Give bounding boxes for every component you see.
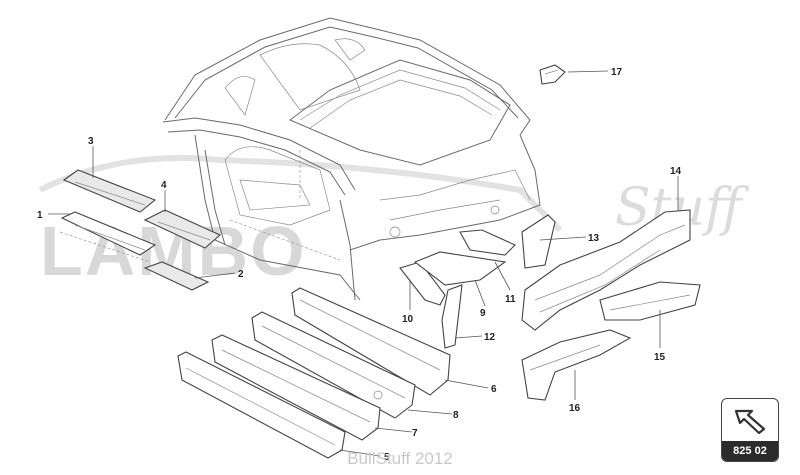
part-11 [459, 229, 516, 256]
callout-6: 6 [491, 384, 497, 395]
part-13-bracket [521, 214, 556, 269]
arrow-badge-icon [734, 409, 766, 435]
watermark: LAMBO Stuff [38, 155, 750, 290]
part-16 [521, 329, 632, 401]
part-4 [143, 209, 222, 249]
part-17 [539, 64, 566, 85]
callout-13: 13 [588, 233, 600, 244]
part-2 [143, 261, 210, 291]
callout-16: 16 [569, 403, 581, 414]
callout-4: 4 [161, 180, 167, 191]
callout-3: 3 [88, 136, 94, 147]
callout-15: 15 [654, 352, 666, 363]
part-14 [521, 209, 691, 331]
callout-12: 12 [484, 332, 496, 343]
callout-5: 5 [384, 452, 390, 463]
callout-7: 7 [412, 428, 418, 439]
callout-11: 11 [505, 294, 516, 305]
part-3 [62, 169, 157, 213]
part-12 [441, 284, 463, 349]
callouts: 3 4 1 2 5 6 7 8 10 9 12 11 13 14 15 16 1… [37, 67, 682, 463]
footer-credit: BullStuff 2012 [347, 449, 453, 468]
page-badge: 825 02 [721, 398, 779, 462]
part-9 [413, 251, 507, 286]
part-8 [251, 311, 416, 419]
callout-10: 10 [402, 314, 414, 325]
car-body-shell [162, 17, 541, 301]
part-15 [599, 281, 701, 321]
callout-8: 8 [453, 410, 459, 421]
callout-2: 2 [238, 269, 244, 280]
callout-1: 1 [37, 210, 43, 221]
callout-14: 14 [670, 166, 682, 177]
part-6 [291, 287, 451, 396]
page-code: 825 02 [722, 441, 778, 461]
callout-9: 9 [480, 308, 486, 319]
callout-17: 17 [611, 67, 623, 78]
leader-lines [48, 70, 679, 457]
part-1 [59, 211, 157, 263]
